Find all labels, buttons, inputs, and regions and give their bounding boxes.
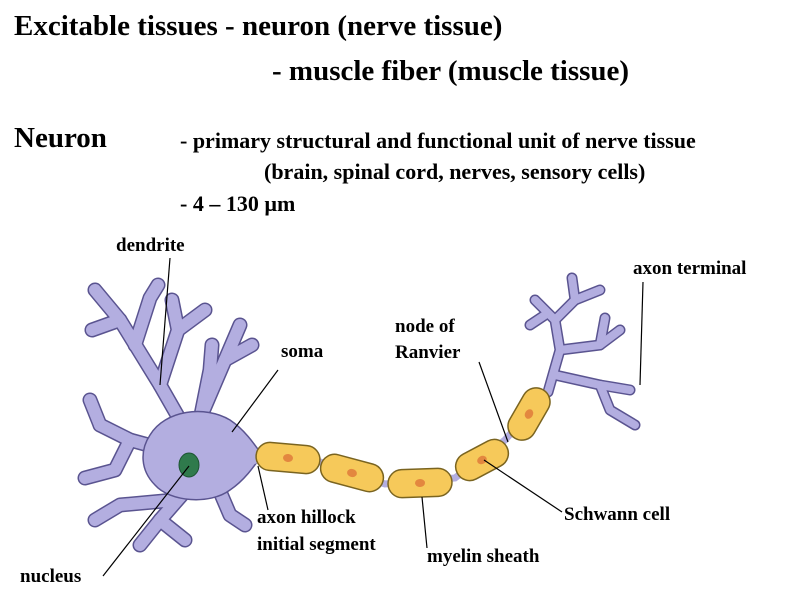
neuron-term: Neuron bbox=[14, 122, 107, 154]
schwann-cell bbox=[507, 387, 551, 441]
schwann-cell bbox=[319, 453, 385, 493]
label-soma: soma bbox=[281, 341, 324, 362]
neuron-size: - 4 – 130 µm bbox=[180, 191, 296, 216]
schwann-cell bbox=[255, 441, 321, 475]
label-nucleus: nucleus bbox=[20, 566, 82, 587]
label-node-of-ranvier-2: Ranvier bbox=[395, 342, 461, 363]
schwann-cell bbox=[387, 467, 453, 499]
label-axon-hillock: axon hillock bbox=[257, 507, 356, 528]
neuron-definition: - primary structural and functional unit… bbox=[180, 128, 696, 153]
soma bbox=[142, 410, 263, 501]
nucleus bbox=[178, 452, 200, 478]
neuron-definition-examples: (brain, spinal cord, nerves, sensory cel… bbox=[264, 159, 646, 184]
schwann-cell bbox=[454, 438, 510, 482]
dendrite-tree bbox=[77, 277, 260, 553]
label-schwann-cell: Schwann cell bbox=[564, 504, 671, 525]
label-initial-segment: initial segment bbox=[257, 534, 376, 555]
label-myelin-sheath: myelin sheath bbox=[427, 546, 540, 567]
title-line-2: - muscle fiber (muscle tissue) bbox=[272, 55, 630, 87]
myelin-sheath bbox=[255, 387, 551, 499]
label-dendrite: dendrite bbox=[116, 235, 185, 256]
label-node-of-ranvier-1: node of bbox=[395, 316, 455, 337]
label-axon-terminal: axon terminal bbox=[633, 258, 747, 279]
axon-terminal-branches bbox=[524, 272, 641, 431]
leader-lines bbox=[102, 257, 644, 577]
title-line-1: Excitable tissues - neuron (nerve tissue… bbox=[14, 10, 503, 42]
